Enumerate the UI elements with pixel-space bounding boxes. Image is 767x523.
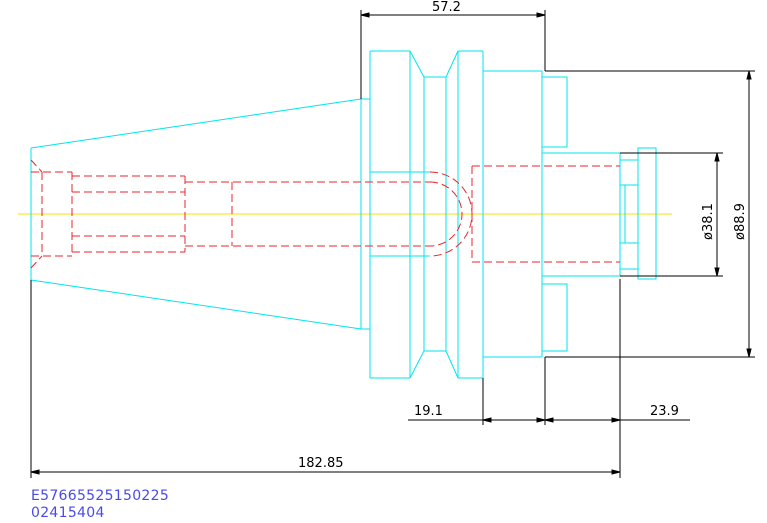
dim-top-width: 57.2 xyxy=(432,0,461,15)
dim-right-length: 23.9 xyxy=(650,404,679,419)
dim-diameter-large: ø88.9 xyxy=(733,203,748,240)
drawing-code-line-2: 02415404 xyxy=(31,505,105,521)
dim-overall-length: 182.85 xyxy=(298,456,344,471)
part-outline xyxy=(30,50,657,379)
drawing-code-line-1: E57665525150225 xyxy=(31,488,170,504)
dimension-lines xyxy=(30,10,755,478)
hidden-bore xyxy=(30,159,620,269)
dim-flange-width: 19.1 xyxy=(414,404,443,419)
dim-diameter-small: ø38.1 xyxy=(701,203,716,240)
